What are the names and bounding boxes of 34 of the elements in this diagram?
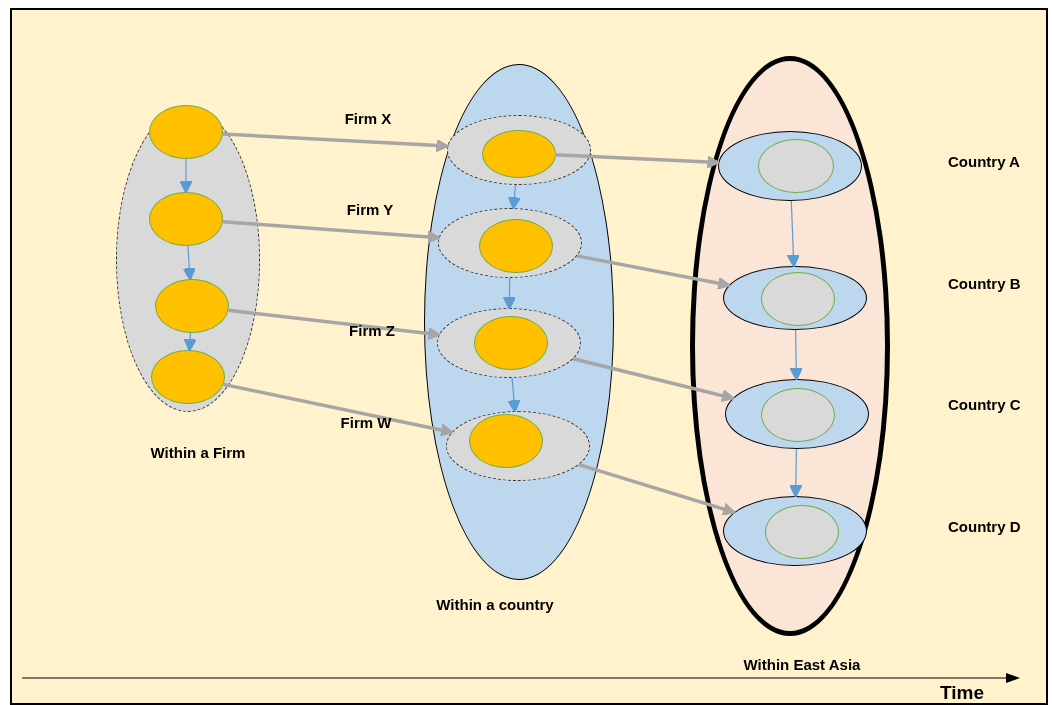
firm-circle bbox=[479, 219, 553, 273]
arrow bbox=[502, 277, 517, 310]
arrow bbox=[182, 245, 196, 281]
country-label: Country B bbox=[948, 275, 1021, 293]
arrow bbox=[572, 357, 735, 403]
arrow bbox=[507, 377, 521, 413]
arrow bbox=[222, 132, 450, 153]
arrow bbox=[222, 219, 441, 244]
arrow bbox=[576, 254, 731, 290]
arrow bbox=[228, 308, 441, 341]
arrow bbox=[183, 332, 197, 352]
arrow bbox=[507, 184, 521, 210]
side-label: Firm Y bbox=[346, 201, 394, 219]
circle bbox=[758, 139, 834, 193]
arrow bbox=[789, 448, 803, 498]
country-label: Country A bbox=[948, 153, 1020, 171]
firm-circle bbox=[469, 414, 543, 468]
arrow bbox=[223, 382, 454, 437]
circle bbox=[765, 505, 839, 559]
country-label: Country C bbox=[948, 396, 1021, 414]
arrow bbox=[179, 158, 193, 194]
side-label: Firm Z bbox=[349, 322, 395, 340]
group-label: Within a country bbox=[436, 596, 554, 614]
side-label: Firm X bbox=[344, 110, 392, 128]
circle bbox=[761, 272, 835, 326]
arrow bbox=[578, 463, 736, 516]
axis-label: Time bbox=[940, 684, 984, 702]
arrow bbox=[789, 329, 803, 381]
country-label: Country D bbox=[948, 518, 1021, 536]
arrow bbox=[554, 153, 721, 169]
group-label: Within East Asia bbox=[743, 656, 861, 674]
arrow bbox=[786, 200, 800, 268]
side-label: Firm W bbox=[340, 414, 392, 432]
group-label: Within a Firm bbox=[150, 444, 246, 462]
